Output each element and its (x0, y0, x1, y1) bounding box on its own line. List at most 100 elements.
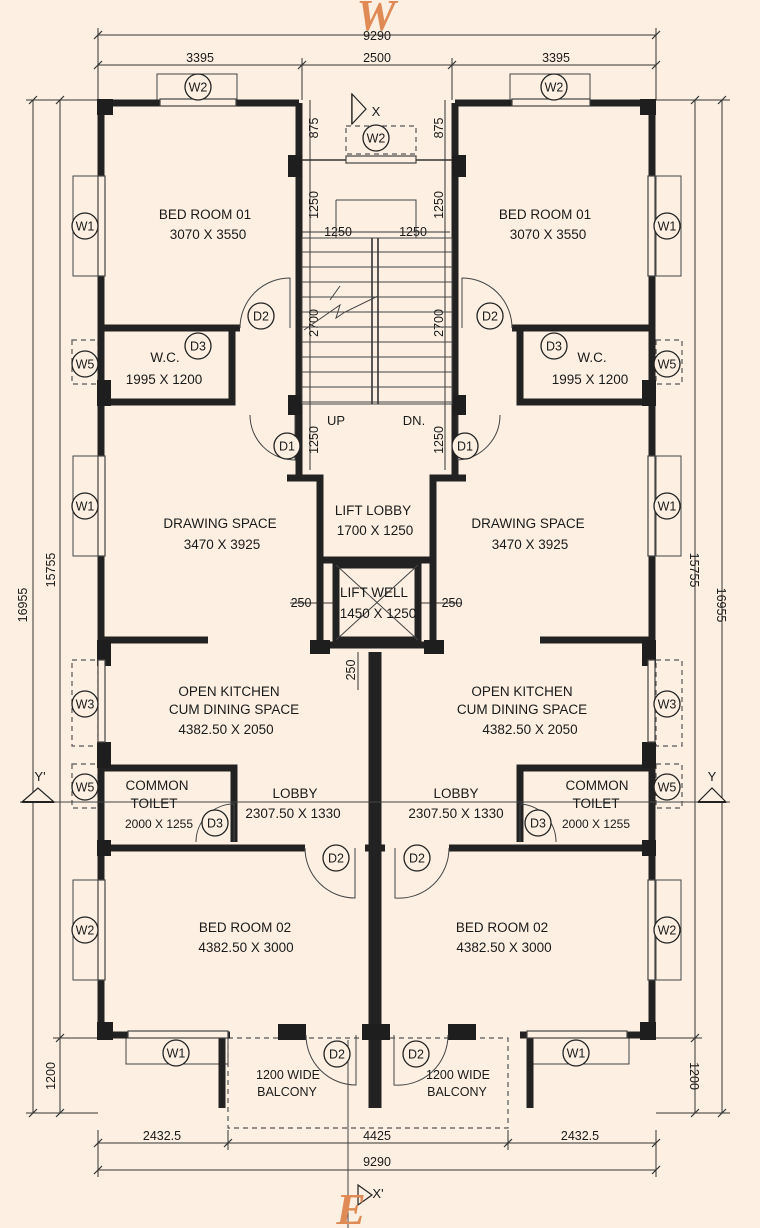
dim-left-outer: 16955 (16, 588, 30, 623)
dim-overall-top: 9290 (363, 29, 391, 43)
section-lines (20, 787, 730, 1228)
lobby-right-name: LOBBY (433, 786, 478, 801)
section-y-prime-label: Y' (34, 769, 45, 784)
w2-tag-label: W2 (367, 132, 386, 146)
balcony-left-line2: BALCONY (257, 1085, 317, 1099)
dim-stair-875-left: 875 (307, 118, 321, 139)
d3-tag: D3 (201, 809, 229, 837)
w1-tag-label: W1 (567, 1047, 586, 1061)
bedroom01-left-size: 3070 X 3550 (170, 227, 247, 242)
w1-tag: W1 (71, 212, 99, 240)
d1-tag: D1 (273, 432, 301, 460)
dim-stair-1250-mid-right: 1250 (399, 225, 427, 239)
lift-lobby-size: 1700 X 1250 (337, 523, 414, 538)
w1-tag-label: W1 (76, 220, 95, 234)
dim-stair-1250-left-top: 1250 (307, 191, 321, 219)
kitchen-left-size: 4382.50 X 2050 (178, 722, 273, 737)
w3-tag-label: W3 (658, 698, 677, 712)
lift-well-size: 1450 X 1250 (340, 606, 417, 621)
kitchen-right-line1: OPEN KITCHEN (471, 684, 572, 699)
drawing-left-size: 3470 X 3925 (184, 537, 261, 552)
w5-tag: W5 (71, 350, 99, 378)
dim-right-outer: 16955 (714, 588, 728, 623)
d3-tag-label: D3 (530, 817, 546, 831)
d1-tag-label: D1 (279, 440, 295, 454)
lobby-left-size: 2307.50 X 1330 (245, 806, 340, 821)
d2-tag: D2 (247, 302, 275, 330)
dim-right-balcony: 1200 (687, 1062, 701, 1090)
w5-tag-label: W5 (658, 781, 677, 795)
w3-tag-label: W3 (76, 698, 95, 712)
w5-tag: W5 (653, 773, 681, 801)
balcony-right-line1: 1200 WIDE (426, 1068, 490, 1082)
w2-tag-label: W2 (76, 924, 95, 938)
bedroom02-right-size: 4382.50 X 3000 (456, 940, 551, 955)
lobby-right-size: 2307.50 X 1330 (408, 806, 503, 821)
dim-top-mid: 2500 (363, 51, 391, 65)
d1-tag-label: D1 (457, 440, 473, 454)
toilet-right-size: 2000 X 1255 (562, 817, 630, 831)
d3-tag: D3 (540, 332, 568, 360)
wc-right-size: 1995 X 1200 (552, 372, 629, 387)
w5-tag: W5 (653, 350, 681, 378)
lift-well-cross (335, 564, 419, 641)
dimension-lines (26, 28, 730, 1177)
d2-tag: D2 (402, 1040, 430, 1068)
d3-tag-label: D3 (546, 340, 562, 354)
kitchen-left-line2: CUM DINING SPACE (169, 702, 299, 717)
w1-tag: W1 (562, 1039, 590, 1067)
w1-tag: W1 (162, 1039, 190, 1067)
bedroom02-left-name: BED ROOM 02 (199, 920, 291, 935)
compass-west-label: W (356, 0, 398, 40)
d2-tag-label: D2 (329, 1048, 345, 1062)
dim-right-inner: 15755 (687, 553, 701, 588)
dim-lift-250-left: 250 (291, 596, 312, 610)
w2-tag: W2 (71, 916, 99, 944)
section-x-prime-label: X' (372, 1186, 383, 1201)
d2-tag-label: D2 (408, 1048, 424, 1062)
balcony-right-line2: BALCONY (427, 1085, 487, 1099)
toilet-left-line2: TOILET (130, 796, 177, 811)
w2-tag: W2 (184, 73, 212, 101)
d2-tag: D2 (323, 1040, 351, 1068)
bedroom02-left-size: 4382.50 X 3000 (198, 940, 293, 955)
wc-left-size: 1995 X 1200 (126, 372, 203, 387)
w1-tag-label: W1 (76, 500, 95, 514)
w2-tag: W2 (362, 124, 390, 152)
d2-tag-label: D2 (328, 852, 344, 866)
dim-lift-250-bottom: 250 (344, 660, 358, 681)
kitchen-right-line2: CUM DINING SPACE (457, 702, 587, 717)
d2-tag: D2 (403, 844, 431, 872)
dim-left-balcony: 1200 (44, 1062, 58, 1090)
dim-top-right: 3395 (542, 51, 570, 65)
w1-tag: W1 (653, 492, 681, 520)
compass-east-label: E (335, 1185, 365, 1228)
w1-tag: W1 (71, 492, 99, 520)
columns (97, 99, 656, 1040)
w5-tag-label: W5 (658, 358, 677, 372)
w1-tag-label: W1 (658, 220, 677, 234)
lift-well-name: LIFT WELL (340, 585, 409, 600)
section-x-label: X (372, 104, 381, 119)
dim-stair-1250-right-bottom: 1250 (432, 426, 446, 454)
toilet-right-line2: TOILET (572, 796, 619, 811)
w5-tag-label: W5 (76, 358, 95, 372)
d2-tag-label: D2 (253, 310, 269, 324)
bedroom01-left-name: BED ROOM 01 (159, 207, 251, 222)
drawing-right-name: DRAWING SPACE (471, 516, 584, 531)
w2-tag-label: W2 (658, 924, 677, 938)
w2-tag: W2 (540, 73, 568, 101)
d3-tag-label: D3 (190, 340, 206, 354)
w2-tag-label: W2 (189, 81, 208, 95)
stair-down-label: DN. (403, 413, 425, 428)
toilet-right-line1: COMMON (566, 778, 629, 793)
bedroom01-right-name: BED ROOM 01 (499, 207, 591, 222)
dim-overall-bottom: 9290 (363, 1155, 391, 1169)
d2-tag: D2 (476, 302, 504, 330)
wc-right-name: W.C. (577, 350, 606, 365)
drawing-right-size: 3470 X 3925 (492, 537, 569, 552)
kitchen-left-line1: OPEN KITCHEN (178, 684, 279, 699)
kitchen-right-size: 4382.50 X 2050 (482, 722, 577, 737)
